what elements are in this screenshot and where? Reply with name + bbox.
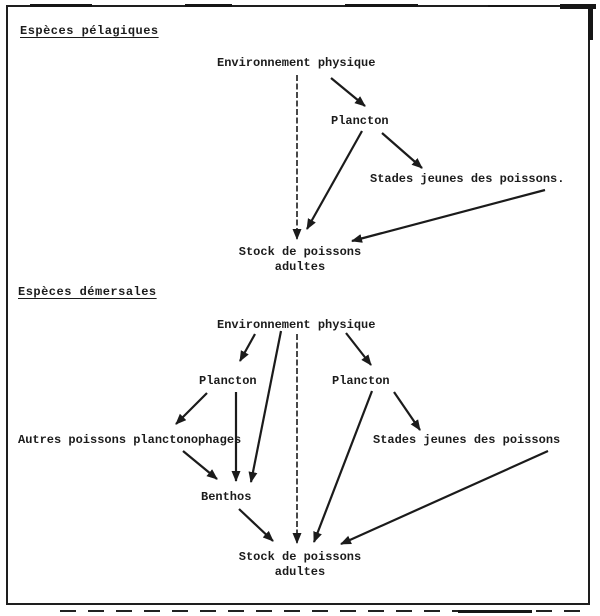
node-benthos-demersal: Benthos xyxy=(201,490,252,504)
scan-artifact xyxy=(345,4,418,7)
section-title-demersal: Espèces démersales xyxy=(18,285,157,299)
adult-stock-line2: adultes xyxy=(274,565,326,579)
node-juveniles-demersal: Stades jeunes des poissons xyxy=(373,433,561,447)
arrow-env2-to-plancton-right xyxy=(345,332,372,366)
scan-artifact xyxy=(185,4,232,7)
border-frame xyxy=(6,5,590,605)
scan-artifact xyxy=(560,4,596,9)
node-plankton-right-demersal: Plancton xyxy=(332,374,390,388)
node-plankton-pelagic: Plancton xyxy=(331,114,389,128)
node-environment-demersal: Environnement physique xyxy=(217,318,376,332)
arrow-stades2-to-stock xyxy=(340,449,549,546)
scan-artifact xyxy=(488,5,520,7)
arrow-plancton-left-to-autres xyxy=(175,392,208,425)
node-adult-stock-pelagic: Stock de poissons adultes xyxy=(235,245,365,275)
node-adult-stock-demersal: Stock de poissons adultes xyxy=(235,550,365,580)
arrow-env-to-plancton xyxy=(330,77,366,107)
node-planktivores-demersal: Autres poissons planctonophages xyxy=(18,433,242,447)
arrow-plancton-right-to-stades xyxy=(393,391,421,431)
adult-stock-line1: Stock de poissons xyxy=(238,550,362,564)
arrow-stades-to-stock xyxy=(351,188,546,243)
scan-artifact xyxy=(60,610,592,612)
scan-artifact xyxy=(458,610,532,613)
node-plankton-left-demersal: Plancton xyxy=(199,374,257,388)
node-environment-pelagic: Environnement physique xyxy=(217,56,376,70)
arrow-plancton-right-to-stock xyxy=(312,390,374,543)
node-juveniles-pelagic: Stades jeunes des poissons. xyxy=(370,172,565,186)
adult-stock-line2: adultes xyxy=(274,260,326,274)
adult-stock-line1: Stock de poissons xyxy=(238,245,362,259)
arrow-benthos-to-stock xyxy=(238,508,274,542)
section-title-pelagic: Espèces pélagiques xyxy=(20,24,159,38)
arrow-plancton-to-stades xyxy=(381,132,423,169)
arrow-plancton-to-stock xyxy=(306,130,363,230)
scan-artifact xyxy=(30,4,92,7)
arrow-env2-to-benthos xyxy=(248,330,283,483)
arrow-autres-to-benthos xyxy=(182,450,218,480)
arrow-env2-to-plancton-left xyxy=(239,333,256,362)
scan-artifact xyxy=(588,5,593,40)
